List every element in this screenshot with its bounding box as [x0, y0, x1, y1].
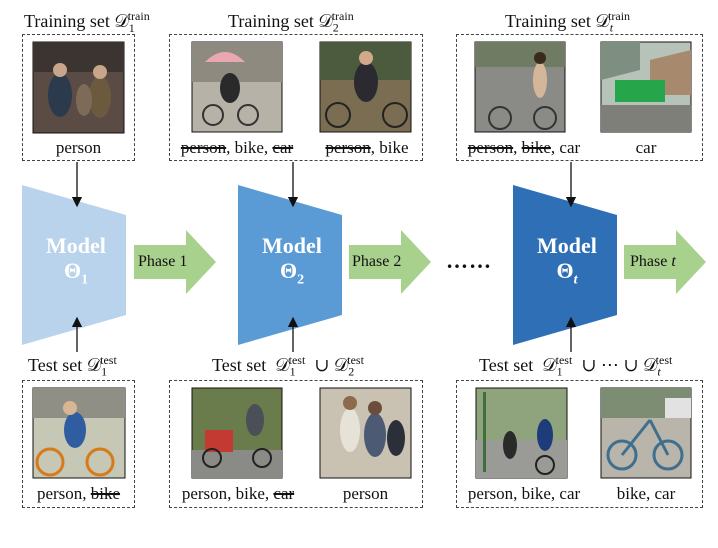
test-caption-2a: person, bike, car [181, 484, 295, 503]
test-box-1 [22, 380, 135, 508]
photo-test-2b-people [319, 387, 412, 479]
photo-train-tb-green-bus [600, 41, 692, 133]
test-caption-2b: person [342, 484, 389, 503]
photo-train-1-people [32, 41, 125, 134]
test-caption-tb: bike, car [616, 484, 676, 503]
train-title-1: Training set 𝒟1train [24, 9, 150, 35]
model-t-shape [513, 185, 617, 345]
train-box-1 [22, 34, 135, 161]
photo-train-2b-man-bike [319, 41, 412, 133]
train-caption-2a: person, bike, car [180, 138, 294, 157]
phase-1-arrow [134, 230, 216, 294]
train-caption-ta: person, bike, car [467, 138, 581, 157]
phase-t-label: Phase t [630, 253, 676, 270]
photo-test-ta-street-cyclists [475, 387, 568, 479]
train-box-t [456, 34, 703, 161]
model-1-shape [22, 185, 126, 345]
test-title-2: Test set 𝒟1test ∪ 𝒟2test [212, 353, 364, 379]
phase-2-arrow [349, 230, 431, 294]
train-title-t: Training set 𝒟ttrain [505, 9, 631, 35]
photo-test-2a-trailer-bike [191, 387, 283, 479]
model-2-shape [238, 185, 342, 345]
phase-2-label: Phase 2 [352, 253, 402, 270]
model-2-label: Model Θ2 [262, 233, 322, 288]
test-caption-ta: person, bike, car [467, 484, 581, 503]
test-title-1: Test set 𝒟1test [28, 353, 117, 379]
train-title-2: Training set 𝒟2train [228, 9, 354, 35]
photo-train-ta-girl-bike [474, 41, 566, 133]
photo-test-1-cyclist [32, 387, 126, 479]
train-caption-1: person [55, 138, 102, 157]
phase-ellipsis: …… [446, 248, 492, 273]
phase-t-arrow [624, 230, 706, 294]
model-t-label: Model Θt [537, 233, 597, 288]
train-caption-tb: car [635, 138, 657, 157]
train-caption-2b: person, bike [325, 138, 409, 157]
model-1-label: Model Θ1 [46, 233, 106, 288]
test-box-t [456, 380, 703, 508]
photo-test-tb-blue-bike [600, 387, 692, 479]
test-caption-1: person, bike [36, 484, 121, 503]
test-title-t: Test set 𝒟1test ∪ ⋯ ∪ 𝒟ttest [479, 353, 673, 379]
phase-1-label: Phase 1 [138, 253, 188, 270]
test-box-2 [169, 380, 423, 508]
photo-train-2a-bike-umbrella [191, 41, 283, 133]
train-box-2 [169, 34, 423, 161]
